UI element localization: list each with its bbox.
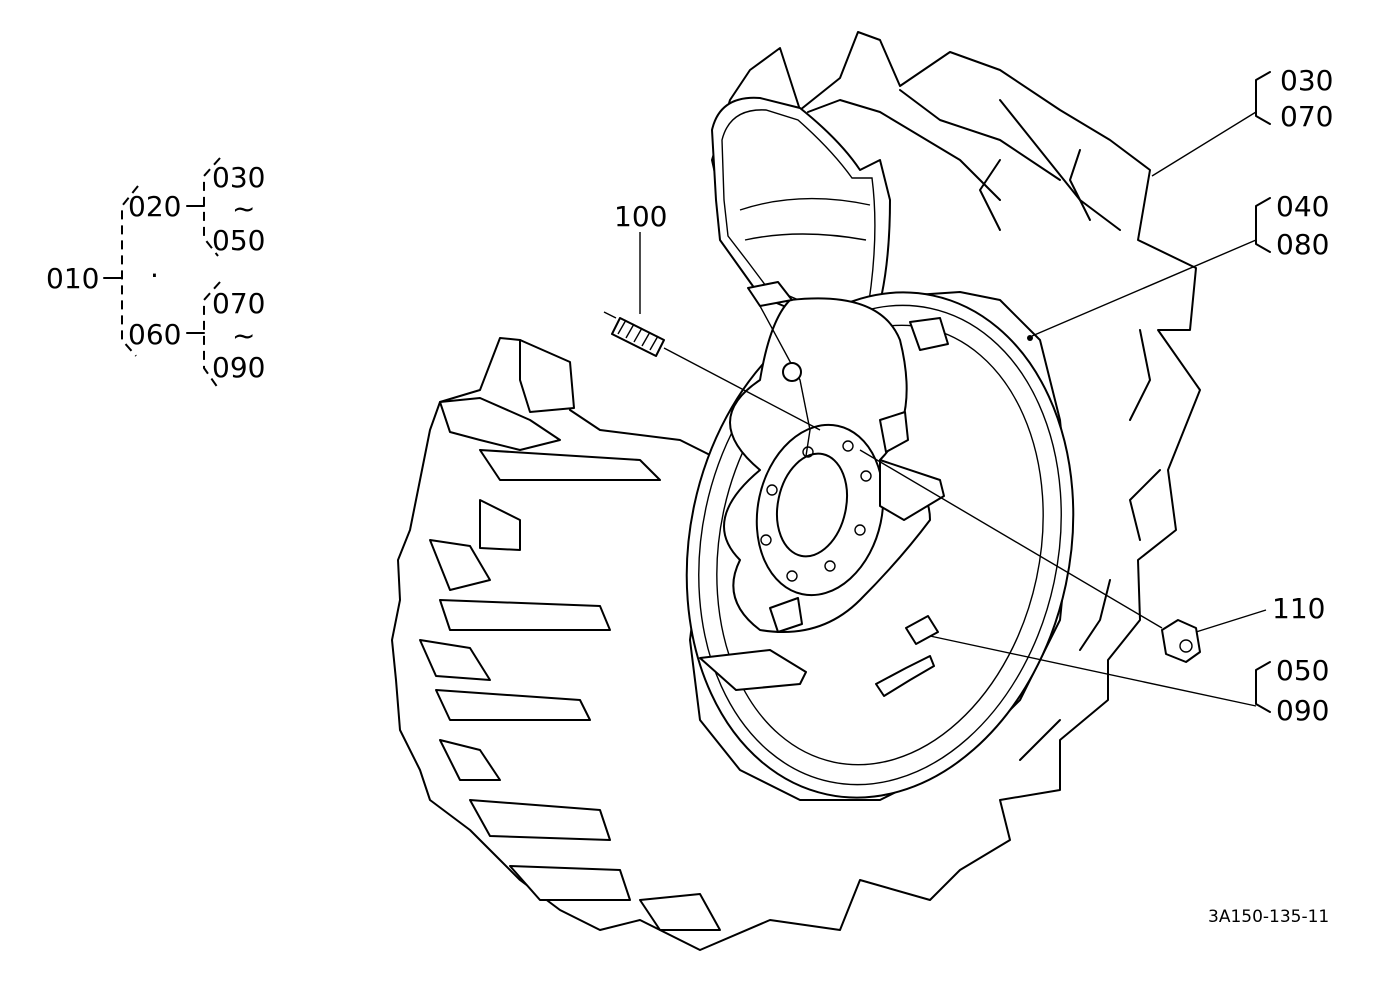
tree-group-a-bracket: [203, 157, 221, 257]
tire-lug-line-top-4: [979, 159, 1001, 231]
tire-lug-line-top-3: [999, 99, 1121, 231]
callout-tire-bottom: 070: [1280, 100, 1333, 133]
hub-center-bore: [776, 452, 848, 558]
tree-group-a-tilde: ~: [232, 192, 255, 225]
rim-bracket-3: [769, 597, 803, 633]
bolt-hole-2: [860, 470, 872, 482]
tree-group-a-code: 020: [128, 190, 181, 223]
nut-leader-line: [1195, 609, 1267, 633]
stud-tip: [603, 311, 617, 319]
rim-flange-line: [698, 304, 1062, 786]
figure-code: 3A150-135-11: [1208, 907, 1329, 927]
rim-callout-point: [1027, 335, 1033, 341]
tree-group-b-tilde: ~: [232, 319, 255, 352]
tire-leader-line: [1151, 111, 1257, 177]
tire-callout-bracket: [1255, 71, 1271, 125]
bolt-hole-5: [786, 570, 798, 582]
tree-group-a-top: 030: [212, 161, 265, 194]
bolt-hole-4: [824, 560, 836, 572]
callout-stud: 100: [614, 200, 667, 233]
rim: [685, 281, 1075, 799]
tire-cutaway-ply-line-1: [739, 197, 871, 211]
tree-group-b-bottom: 090: [212, 351, 265, 384]
stud-threads: [617, 319, 659, 351]
rim-callout-bracket: [1255, 197, 1271, 253]
rim-leader-line: [1031, 239, 1257, 337]
callout-valve-top: 050: [1276, 654, 1329, 687]
tire-lug-block-3: [479, 449, 661, 481]
tire-cutaway-ply-line-2: [744, 233, 867, 241]
callout-tire-top: 030: [1280, 64, 1333, 97]
nut-hole: [1179, 639, 1193, 653]
rim-bracket-4: [699, 649, 807, 691]
nut-body: [1161, 619, 1201, 663]
tree-root-code: 010: [46, 262, 99, 295]
nut-axis-line: [859, 449, 1163, 629]
bolt-hole-6: [760, 534, 772, 546]
callout-nut: 110: [1272, 592, 1325, 625]
valve-callout-bracket: [1255, 661, 1271, 713]
tree-dot: ·: [150, 259, 159, 292]
wheel-nut: [859, 449, 1267, 663]
tire-lug-block-5: [429, 539, 491, 591]
valve-plate: [905, 615, 939, 645]
tire-lug-block-10: [469, 799, 611, 841]
bolt-hole-1: [842, 440, 854, 452]
stud-body: [611, 317, 665, 357]
tire: [391, 31, 1201, 951]
callout-rim-bottom: 080: [1276, 228, 1329, 261]
tree-group-b-code: 060: [128, 318, 181, 351]
callout-labels: 030 070 040 080 100 110 050 090: [614, 64, 1333, 727]
callout-valve-bottom: 090: [1276, 694, 1329, 727]
tire-lug-line-right-4: [1019, 719, 1061, 761]
tire-lug-line-top-1: [807, 99, 1001, 201]
tire-lug-block-9: [439, 739, 501, 781]
rim-bracket-2: [879, 459, 945, 521]
tire-lug-line-right-3: [1079, 579, 1111, 651]
callout-leaders: [929, 71, 1271, 713]
stud-bolt: [603, 232, 821, 431]
callout-rim-top: 040: [1276, 190, 1329, 223]
bead-wire: [759, 305, 811, 457]
tire-lug-line-top-5: [1069, 149, 1091, 221]
bead-wire-loop: [782, 362, 802, 382]
rim-bracket-1: [879, 411, 909, 453]
tire-lug-line-right-2: [1129, 469, 1161, 541]
tree-group-a-bottom: 050: [212, 224, 265, 257]
rim-bracket-5: [909, 317, 949, 351]
tire-lug-block-12: [639, 893, 721, 931]
stud-axis-line: [663, 347, 821, 431]
bead-clip: [747, 281, 793, 307]
tire-lug-block-11: [509, 865, 631, 901]
tire-lug-line-right-1: [1129, 329, 1151, 421]
tire-lug-line-top-2: [899, 89, 1061, 181]
tire-lug-block-1: [519, 339, 575, 413]
tire-lug-block-6: [439, 599, 611, 631]
bolt-hole-3: [854, 524, 866, 536]
tire-valve: [875, 655, 935, 697]
tire-lug-block-4: [479, 499, 521, 551]
bolt-hole-7: [766, 484, 778, 496]
tree-group-b-top: 070: [212, 287, 265, 320]
parts-tree: 010 · 020 030 ~ 050 060 070 ~ 090: [46, 157, 265, 389]
valve-leader-line: [929, 635, 1257, 707]
tire-lug-block-8: [435, 689, 591, 721]
tree-root-bracket: [121, 185, 139, 357]
tire-lug-block-7: [419, 639, 491, 681]
tire-lug-block-2: [439, 397, 561, 451]
